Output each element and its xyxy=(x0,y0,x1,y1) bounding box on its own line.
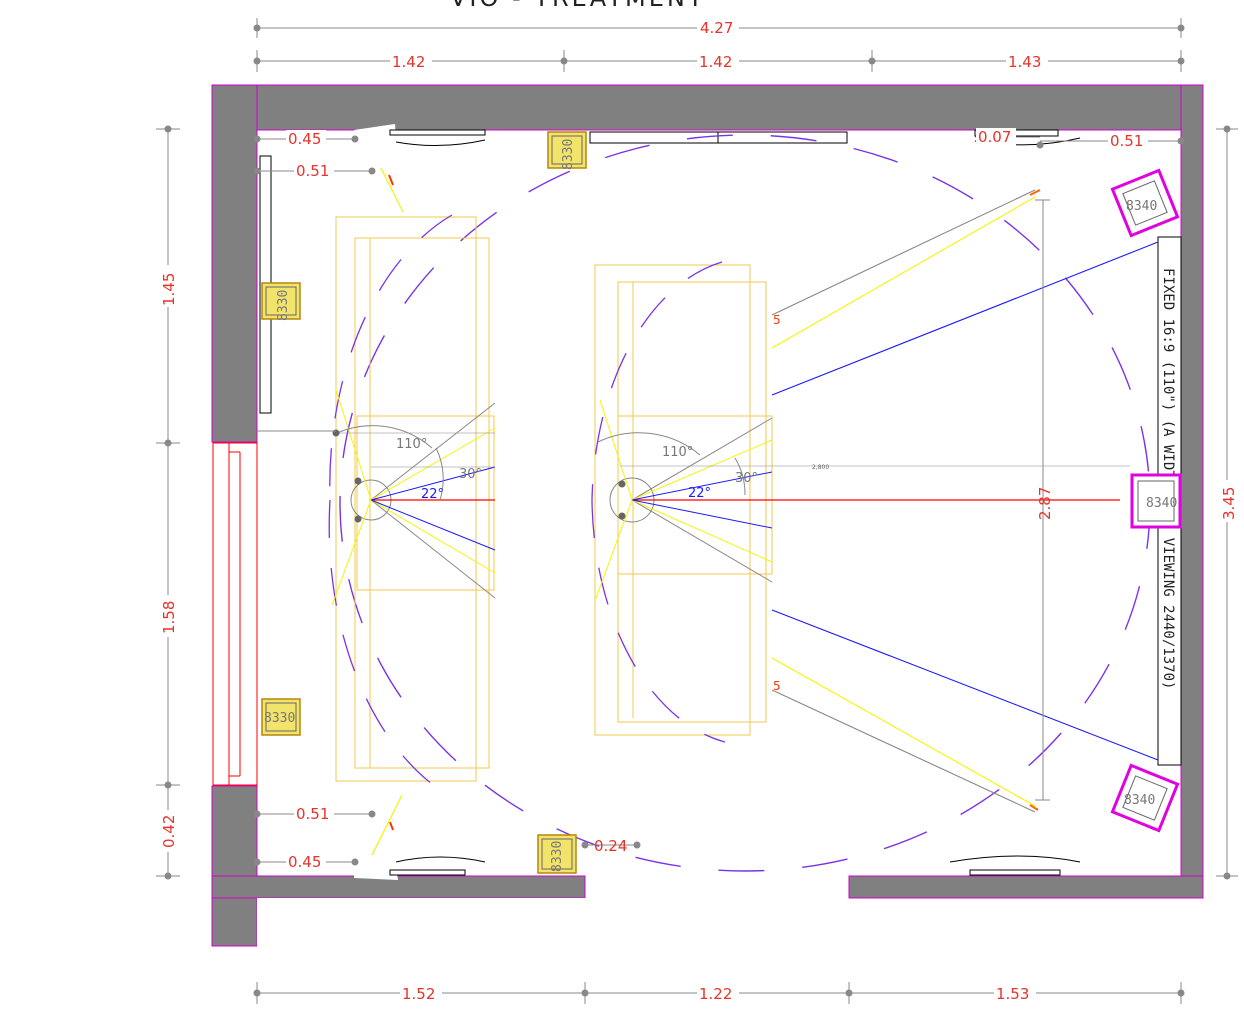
row-2-angle-narrow: 22° xyxy=(688,486,711,501)
center-dim-small: 2,800 xyxy=(812,464,829,471)
left-segment-3: 0.42 xyxy=(160,815,178,848)
speaker-bottom-center: 8330 xyxy=(537,834,577,874)
inner-vertical-dim-label: 2.87 xyxy=(1036,487,1054,520)
speaker-top-center: 8330 xyxy=(547,131,587,170)
dimension-top-overall: 4.27 xyxy=(253,18,1185,38)
seating-row-1 xyxy=(335,216,495,782)
speaker-front-center: 8340 xyxy=(1130,473,1182,529)
drawing-title: VIO - TREATMENT xyxy=(450,0,706,12)
speaker-left-lower-label: 8330 xyxy=(264,711,295,726)
front-speaker-sightlines: 5 5 xyxy=(771,189,1159,813)
top-segment-3: 1.43 xyxy=(1008,53,1041,71)
bottom-segment-2: 1.22 xyxy=(699,985,732,1003)
speaker-left-lower: 8330 xyxy=(261,698,301,736)
speaker-front-center-label: 8340 xyxy=(1146,496,1177,511)
top-segment-2: 1.42 xyxy=(699,53,732,71)
row-2-sightlines: 110° 30° 22° 2,800 xyxy=(595,399,1130,599)
speaker-front-right-lower: 8340 xyxy=(1110,763,1180,833)
top-segment-1: 1.42 xyxy=(392,53,425,71)
offset-top-right-b: 0.51 xyxy=(1110,132,1143,150)
speaker-front-right-upper-label: 8340 xyxy=(1126,199,1157,214)
dimension-right-overall: 3.45 xyxy=(1216,125,1238,880)
left-segment-2: 1.58 xyxy=(160,601,178,634)
row-2-angle-wide: 110° xyxy=(662,445,693,460)
svg-text:5: 5 xyxy=(773,313,781,327)
speaker-front-right-upper: 8340 xyxy=(1110,168,1180,238)
bottom-segment-1: 1.52 xyxy=(402,985,435,1003)
speaker-front-right-lower-label: 8340 xyxy=(1124,793,1155,808)
top-overall-label: 4.27 xyxy=(700,19,733,37)
dimension-bottom-segments: 1.52 1.22 1.53 xyxy=(253,982,1185,1004)
left-segment-1: 1.45 xyxy=(160,273,178,306)
right-overall-label: 3.45 xyxy=(1220,487,1238,520)
left-door xyxy=(212,442,258,786)
dimension-left-segments: 1.45 1.58 0.42 xyxy=(156,125,180,880)
row-1-angle-mid: 30° xyxy=(459,467,482,482)
dimension-top-segments: 1.42 1.42 1.43 xyxy=(253,50,1185,72)
top-panels xyxy=(589,129,1059,144)
row-2-arcs xyxy=(591,261,726,743)
speaker-top-center-label: 8330 xyxy=(561,139,576,170)
inner-vertical-dim: 2.87 xyxy=(1035,199,1054,801)
sweep-arc xyxy=(339,134,1151,872)
speaker-left-upper: 8330 xyxy=(261,282,301,321)
row-1-arcs xyxy=(328,214,453,791)
speaker-bottom-center-label: 8330 xyxy=(550,841,565,872)
svg-text:5: 5 xyxy=(773,679,781,693)
offset-bottom-door: 0.24 xyxy=(594,837,627,855)
offset-bottom-left-a: 0.45 xyxy=(288,853,321,871)
speaker-offset-dims: 0.45 0.51 0.51 0.45 0.07 0.51 0.24 xyxy=(253,128,1185,871)
row-2-angle-mid: 30° xyxy=(735,471,758,486)
row-1-angle-wide: 110° xyxy=(396,437,427,452)
corner-door-swings xyxy=(354,124,1081,880)
row-1-sightlines: 110° 30° 22° xyxy=(331,389,496,606)
row-1-angle-narrow: 22° xyxy=(421,487,444,502)
offset-bottom-left-b: 0.51 xyxy=(296,805,329,823)
bottom-segment-3: 1.53 xyxy=(996,985,1029,1003)
offset-top-left-a: 0.45 xyxy=(288,130,321,148)
room-walls xyxy=(211,84,1204,948)
offset-top-left-b: 0.51 xyxy=(296,162,329,180)
offset-top-right-a: 0.07 xyxy=(978,128,1011,146)
speaker-left-upper-label: 8330 xyxy=(276,290,291,321)
